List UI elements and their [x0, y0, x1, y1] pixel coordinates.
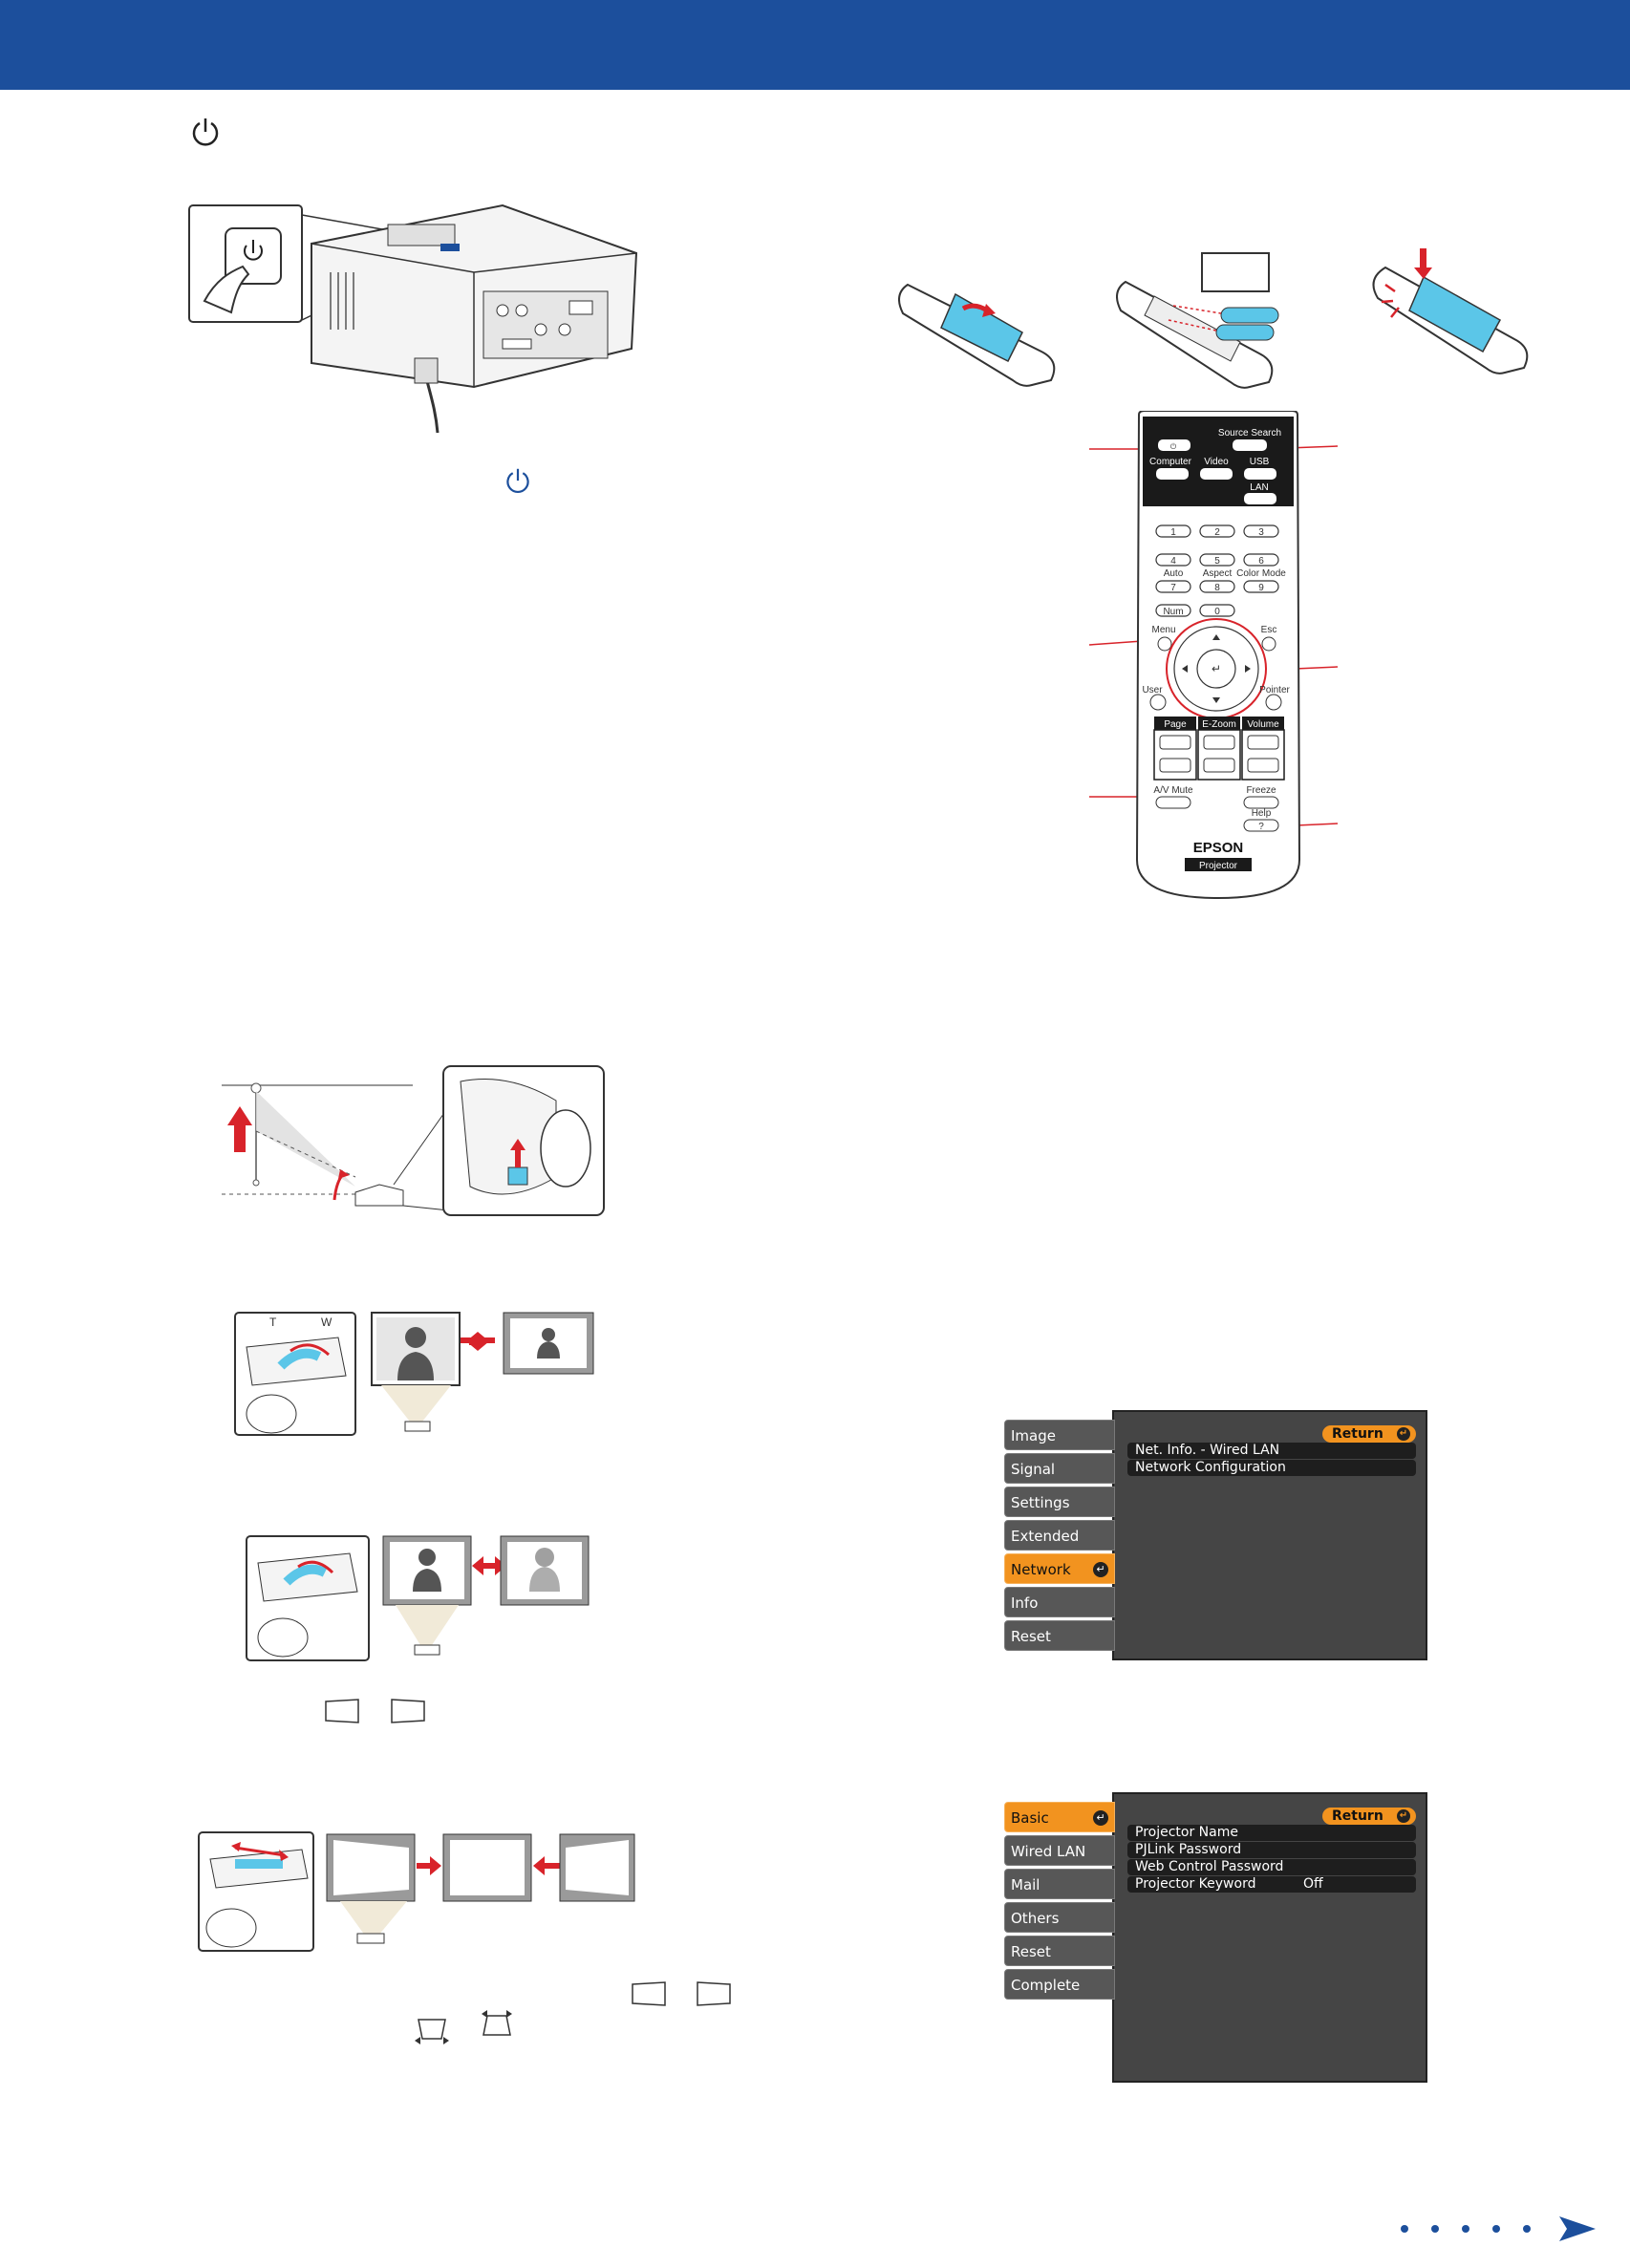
- svg-text:↵: ↵: [1212, 662, 1221, 675]
- remote-label-auto: Auto: [1164, 568, 1184, 579]
- osd-basic-menu: Basic ↵ Wired LAN Mail Others Reset Comp…: [1003, 1792, 1429, 2083]
- remote-key-7: 7: [1170, 583, 1176, 593]
- osd-tab-signal[interactable]: Signal: [1004, 1453, 1115, 1484]
- osd-row-label: PJLink Password: [1135, 1842, 1242, 1857]
- osd-row-pjlink-password[interactable]: PJLink Password: [1127, 1842, 1416, 1858]
- remote-model-label: Projector: [1199, 861, 1238, 871]
- keystone-v-shape-icon: [482, 2010, 512, 2036]
- osd-tab-mail[interactable]: Mail: [1004, 1869, 1115, 1899]
- osd-tab-settings[interactable]: Settings: [1004, 1487, 1115, 1517]
- page-dot-icon: [1523, 2225, 1531, 2233]
- battery-step-3-illustration: [1372, 248, 1529, 374]
- osd-tab-image[interactable]: Image: [1004, 1420, 1115, 1450]
- power-icon: [506, 468, 529, 493]
- osd-row-label: Web Control Password: [1135, 1859, 1284, 1874]
- remote-key-9: 9: [1258, 583, 1264, 593]
- remote-label-menu: Menu: [1151, 625, 1175, 635]
- osd-tab-network-label: Network: [1011, 1561, 1071, 1578]
- remote-label-pointer: Pointer: [1259, 685, 1290, 695]
- keystone-shape-icon: [632, 1981, 666, 2006]
- zoom-label-w: W: [321, 1316, 332, 1329]
- remote-key-help: ?: [1258, 822, 1264, 832]
- osd-return-label: Return: [1332, 1426, 1383, 1442]
- keystone-shape-icon: [697, 1981, 731, 2006]
- enter-icon: ↵: [1093, 1810, 1108, 1826]
- osd-tab-extended[interactable]: Extended: [1004, 1520, 1115, 1551]
- osd-tab-info[interactable]: Info: [1004, 1587, 1115, 1617]
- next-page-indicator[interactable]: [1395, 2215, 1605, 2243]
- page-dot-icon: [1401, 2225, 1408, 2233]
- remote-control: ⏻ Source Search Computer Video USB LAN 1…: [1089, 411, 1339, 900]
- remote-label-lan: LAN: [1250, 482, 1268, 493]
- osd-tab-complete[interactable]: Complete: [1004, 1969, 1115, 2000]
- svg-text:⏻: ⏻: [1170, 442, 1177, 451]
- remote-label-user: User: [1142, 685, 1163, 695]
- osd-tab-reset[interactable]: Reset: [1004, 1620, 1115, 1651]
- osd-return-label: Return: [1332, 1808, 1383, 1824]
- remote-label-page: Page: [1164, 719, 1187, 730]
- remote-key-2: 2: [1214, 527, 1220, 538]
- remote-label-aspect: Aspect: [1203, 568, 1233, 579]
- zoom-label-t: T: [269, 1316, 277, 1329]
- osd-row-label: Projector Name: [1135, 1825, 1238, 1840]
- remote-key-6: 6: [1258, 556, 1264, 567]
- osd-row-network-configuration[interactable]: Network Configuration: [1127, 1460, 1416, 1476]
- remote-label-volume: Volume: [1247, 719, 1279, 730]
- remote-label-esc: Esc: [1261, 625, 1277, 635]
- keystone-shape-icon: [325, 1699, 359, 1723]
- battery-step-1-illustration: [898, 283, 1056, 387]
- osd-row-projector-keyword[interactable]: Projector Keyword Off: [1127, 1876, 1416, 1893]
- remote-label-video: Video: [1204, 457, 1229, 467]
- remote-label-source-search: Source Search: [1218, 428, 1281, 439]
- osd-tab-reset[interactable]: Reset: [1004, 1936, 1115, 1966]
- remote-label-computer: Computer: [1149, 457, 1192, 467]
- page-dot-icon: [1462, 2225, 1469, 2233]
- osd-tab-basic[interactable]: Basic ↵: [1004, 1802, 1115, 1832]
- remote-label-av-mute: A/V Mute: [1153, 785, 1193, 796]
- remote-key-8: 8: [1214, 583, 1220, 593]
- arrow-right-icon: [1559, 2216, 1596, 2241]
- remote-label-ezoom: E-Zoom: [1202, 719, 1236, 730]
- osd-tab-basic-label: Basic: [1011, 1809, 1049, 1827]
- remote-label-usb: USB: [1250, 457, 1270, 467]
- remote-key-1: 1: [1170, 527, 1176, 538]
- remote-key-4: 4: [1170, 556, 1176, 567]
- osd-row-projector-name[interactable]: Projector Name: [1127, 1825, 1416, 1841]
- keystone-h-shape-icon: [415, 2019, 449, 2044]
- osd-network-menu: Image Signal Settings Extended Network ↵…: [1003, 1410, 1429, 1660]
- keystone-illustration: [198, 1831, 635, 1952]
- enter-icon: ↵: [1397, 1809, 1410, 1823]
- page-dot-icon: [1431, 2225, 1439, 2233]
- header-band: [0, 0, 1630, 90]
- remote-key-5: 5: [1214, 556, 1220, 567]
- osd-row-net-info[interactable]: Net. Info. - Wired LAN: [1127, 1443, 1416, 1459]
- remote-key-3: 3: [1258, 527, 1264, 538]
- projector-power-illustration: [188, 203, 638, 434]
- osd-row-web-control-password[interactable]: Web Control Password: [1127, 1859, 1416, 1875]
- remote-key-0: 0: [1214, 607, 1220, 617]
- remote-label-color-mode: Color Mode: [1236, 568, 1286, 579]
- enter-icon: ↵: [1093, 1562, 1108, 1577]
- battery-step-2-illustration: [1116, 252, 1279, 389]
- osd-return-button[interactable]: Return ↵: [1322, 1425, 1416, 1443]
- osd-return-button[interactable]: Return ↵: [1322, 1808, 1416, 1825]
- osd-tab-wired-lan[interactable]: Wired LAN: [1004, 1835, 1115, 1866]
- focus-illustration: [246, 1535, 590, 1661]
- zoom-illustration: T W: [234, 1312, 594, 1436]
- page-dot-icon: [1492, 2225, 1500, 2233]
- osd-tab-network[interactable]: Network ↵: [1004, 1553, 1115, 1584]
- remote-key-num: Num: [1163, 607, 1183, 617]
- enter-icon: ↵: [1397, 1427, 1410, 1441]
- keystone-shape-icon: [391, 1699, 425, 1723]
- power-icon: [192, 118, 219, 146]
- remote-label-help: Help: [1252, 808, 1272, 819]
- osd-row-value: Off: [1303, 1876, 1323, 1892]
- osd-tab-others[interactable]: Others: [1004, 1902, 1115, 1933]
- remote-label-freeze: Freeze: [1246, 785, 1276, 796]
- remote-brand-logo: EPSON: [1193, 840, 1244, 856]
- osd-row-label: Projector Keyword: [1135, 1876, 1256, 1892]
- foot-adjust-illustration: [222, 1065, 605, 1216]
